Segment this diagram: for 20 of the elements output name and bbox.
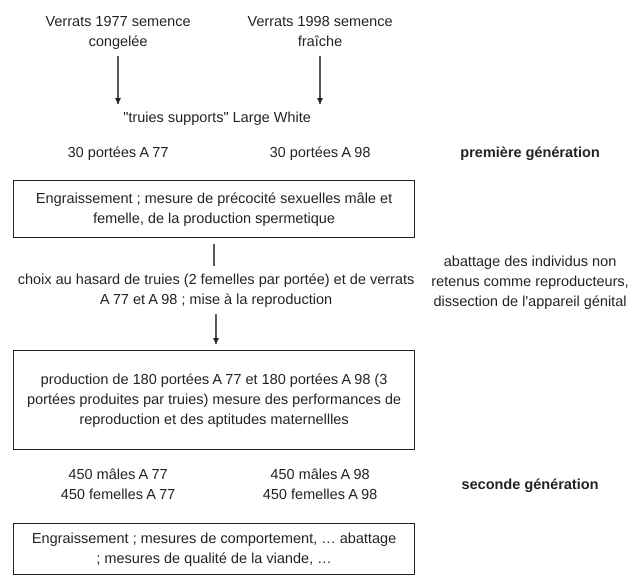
- process-box: production de 180 portées A 77 et 180 portées A 98 (3 portées produites par truies) mesure des performances de reproduction et des aptitudes maternellles: [13, 350, 415, 450]
- arrow: [317, 56, 323, 104]
- process-box: Engraissement ; mesure de précocité sexuelles mâle et femelle, de la production spermetique: [13, 180, 415, 238]
- generation-label: première génération: [460, 144, 600, 163]
- step-text: Verrats 1977 semence congelée: [38, 12, 198, 52]
- litter-count: 30 portées A 77: [68, 144, 168, 163]
- arrow: [213, 314, 219, 344]
- process-box: Engraissement ; mesures de comportement, … abattage ; mesures de qualité de la viande, …: [13, 523, 415, 575]
- litter-count: 30 portées A 98: [270, 144, 370, 163]
- note-text: abattage des individus non retenus comme reproducteurs, dissection de l'appareil génital: [430, 253, 630, 312]
- animal-count: 450 mâles A 98: [270, 466, 370, 485]
- step-text: Verrats 1998 semence fraîche: [240, 12, 400, 52]
- animal-count: 450 mâles A 77: [68, 466, 168, 485]
- animal-count: 450 femelles A 77: [60, 486, 176, 505]
- generation-label: seconde génération: [462, 476, 598, 495]
- connector-line: [213, 244, 215, 266]
- arrow: [115, 56, 121, 104]
- step-text: choix au hasard de truies (2 femelles par portée) et de verrats A 77 et A 98 ; mise à la reproduction: [16, 270, 416, 310]
- step-text: "truies supports" Large White: [123, 108, 311, 128]
- animal-count: 450 femelles A 98: [262, 486, 378, 505]
